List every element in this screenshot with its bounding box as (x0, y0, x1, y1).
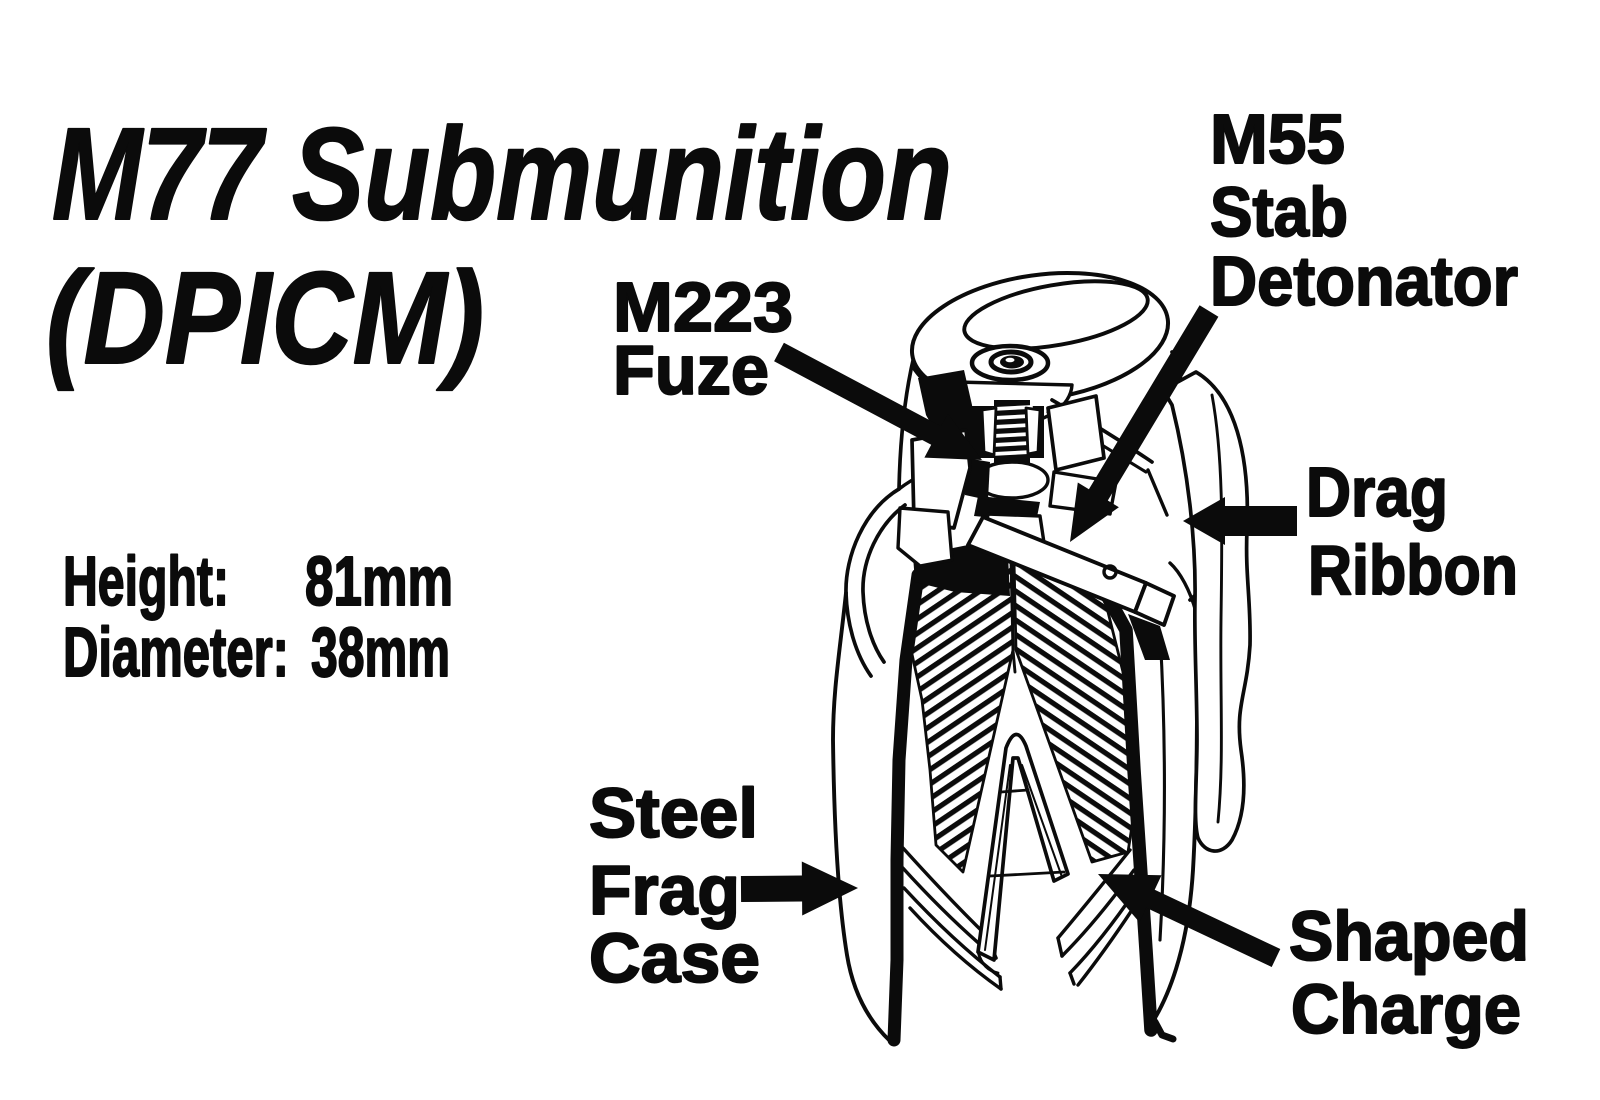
svg-text:Height:: Height: (63, 542, 229, 620)
svg-text:Case: Case (589, 919, 760, 997)
svg-text:Stab: Stab (1210, 173, 1348, 251)
svg-text:Detonator: Detonator (1210, 242, 1518, 320)
svg-text:Steel: Steel (589, 774, 758, 852)
svg-text:Shaped: Shaped (1289, 897, 1529, 975)
svg-text:M55: M55 (1210, 100, 1345, 178)
svg-text:Ribbon: Ribbon (1308, 531, 1518, 609)
svg-text:M223: M223 (613, 268, 793, 346)
svg-text:Diameter:: Diameter: (63, 613, 289, 691)
svg-text:Frag: Frag (589, 851, 740, 929)
svg-text:38mm: 38mm (311, 613, 450, 691)
svg-text:81mm: 81mm (305, 542, 453, 620)
svg-text:Charge: Charge (1291, 970, 1521, 1048)
svg-text:Drag: Drag (1306, 453, 1448, 531)
svg-text:M77 Submunition: M77 Submunition (52, 100, 952, 247)
svg-text:(DPICM): (DPICM) (46, 244, 484, 391)
svg-text:Fuze: Fuze (613, 331, 769, 409)
